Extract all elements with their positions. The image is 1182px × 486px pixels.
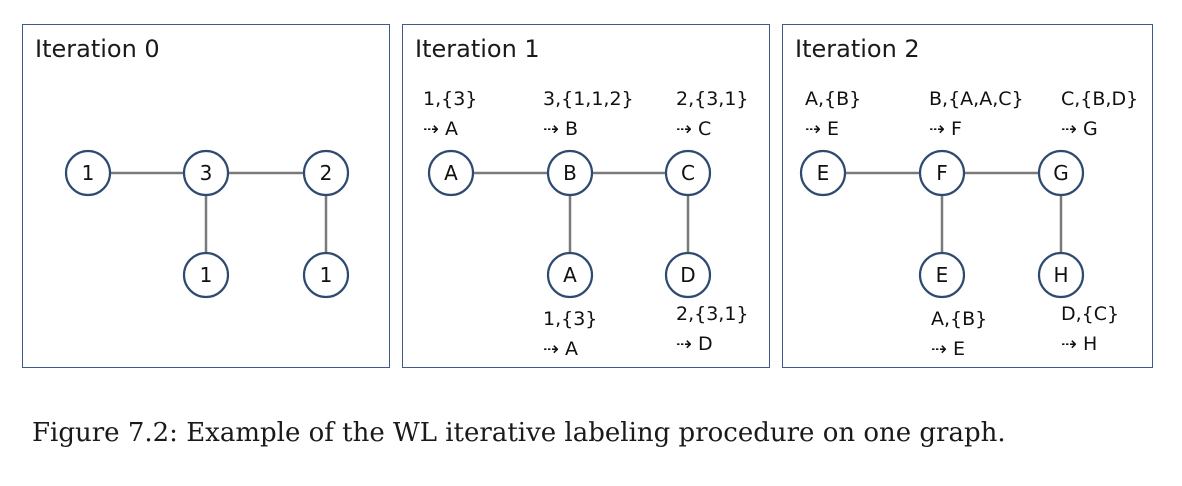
node-label: E: [936, 263, 949, 287]
node-label: 1: [82, 161, 95, 185]
annotation-multiset: A,{B}: [931, 308, 987, 330]
annotation-result: ⇢ H: [1061, 333, 1097, 355]
node-3: A: [546, 251, 594, 299]
annotation-multiset: 1,{3}: [423, 88, 477, 110]
annotation-2: 2,{3,1} ⇢ C: [676, 88, 749, 140]
node-label: D: [680, 263, 695, 287]
node-label: 2: [320, 161, 333, 185]
node-2: G: [1037, 149, 1085, 197]
annotation-0: 1,{3} ⇢ A: [423, 88, 477, 140]
node-label: G: [1053, 161, 1069, 185]
annotation-result: ⇢ A: [543, 338, 578, 360]
panel-iteration-1: Iteration 1 A B C A D 1,{3}: [402, 24, 770, 368]
annotation-multiset: 2,{3,1}: [676, 303, 749, 325]
node-label: 1: [200, 263, 213, 287]
node-label: H: [1053, 263, 1068, 287]
annotation-0: A,{B} ⇢ E: [805, 88, 861, 140]
node-label: B: [563, 161, 577, 185]
annotation-4: D,{C} ⇢ H: [1061, 303, 1119, 355]
node-1: B: [546, 149, 594, 197]
annotation-result: ⇢ F: [929, 118, 962, 140]
node-3: 1: [182, 251, 230, 299]
annotation-multiset: C,{B,D}: [1061, 88, 1138, 110]
annotation-1: B,{A,A,C} ⇢ F: [929, 88, 1024, 140]
node-4: H: [1037, 251, 1085, 299]
node-0: A: [427, 149, 475, 197]
panel-iteration-2: Iteration 2 E F G E H A,{B}: [782, 24, 1153, 368]
node-2: 2: [302, 149, 350, 197]
node-0: E: [799, 149, 847, 197]
node-1: 3: [182, 149, 230, 197]
panel-iteration-0: Iteration 0 1 3 2 1 1: [22, 24, 390, 368]
node-label: E: [817, 161, 830, 185]
annotation-result: ⇢ E: [931, 338, 965, 360]
node-label: F: [936, 161, 948, 185]
node-label: A: [563, 263, 577, 287]
annotation-result: ⇢ A: [423, 118, 458, 140]
node-4: 1: [302, 251, 350, 299]
node-4: D: [664, 251, 712, 299]
node-1: F: [918, 149, 966, 197]
annotation-4: 2,{3,1} ⇢ D: [676, 303, 749, 355]
node-0: 1: [64, 149, 112, 197]
annotation-result: ⇢ C: [676, 118, 711, 140]
panel-title: Iteration 0: [35, 35, 160, 63]
node-label: C: [681, 161, 695, 185]
annotation-3: 1,{3} ⇢ A: [543, 308, 597, 360]
figure-caption: Figure 7.2: Example of the WL iterative …: [32, 418, 1006, 448]
node-label: A: [444, 161, 458, 185]
annotation-2: C,{B,D} ⇢ G: [1061, 88, 1138, 140]
annotation-result: ⇢ D: [676, 333, 713, 355]
annotation-multiset: 1,{3}: [543, 308, 597, 330]
annotation-result: ⇢ E: [805, 118, 839, 140]
node-3: E: [918, 251, 966, 299]
graph-iteration-2: E F G E H A,{B} ⇢ E B,{A,A,C} ⇢ F C,{B,D…: [799, 88, 1138, 360]
panel-title: Iteration 2: [795, 35, 920, 63]
annotation-multiset: B,{A,A,C}: [929, 88, 1024, 110]
graph-iteration-1: A B C A D 1,{3} ⇢ A 3,{1,1,2} ⇢ B 2,{3,1…: [423, 88, 749, 360]
node-2: C: [664, 149, 712, 197]
annotation-multiset: A,{B}: [805, 88, 861, 110]
annotation-result: ⇢ B: [543, 118, 578, 140]
node-label: 3: [200, 161, 213, 185]
node-label: 1: [320, 263, 333, 287]
graph-iteration-0: 1 3 2 1 1: [64, 149, 350, 299]
annotation-result: ⇢ G: [1061, 118, 1098, 140]
annotation-3: A,{B} ⇢ E: [931, 308, 987, 360]
annotation-1: 3,{1,1,2} ⇢ B: [543, 88, 634, 140]
annotation-multiset: D,{C}: [1061, 303, 1119, 325]
annotation-multiset: 2,{3,1}: [676, 88, 749, 110]
panel-title: Iteration 1: [415, 35, 540, 63]
annotation-multiset: 3,{1,1,2}: [543, 88, 634, 110]
